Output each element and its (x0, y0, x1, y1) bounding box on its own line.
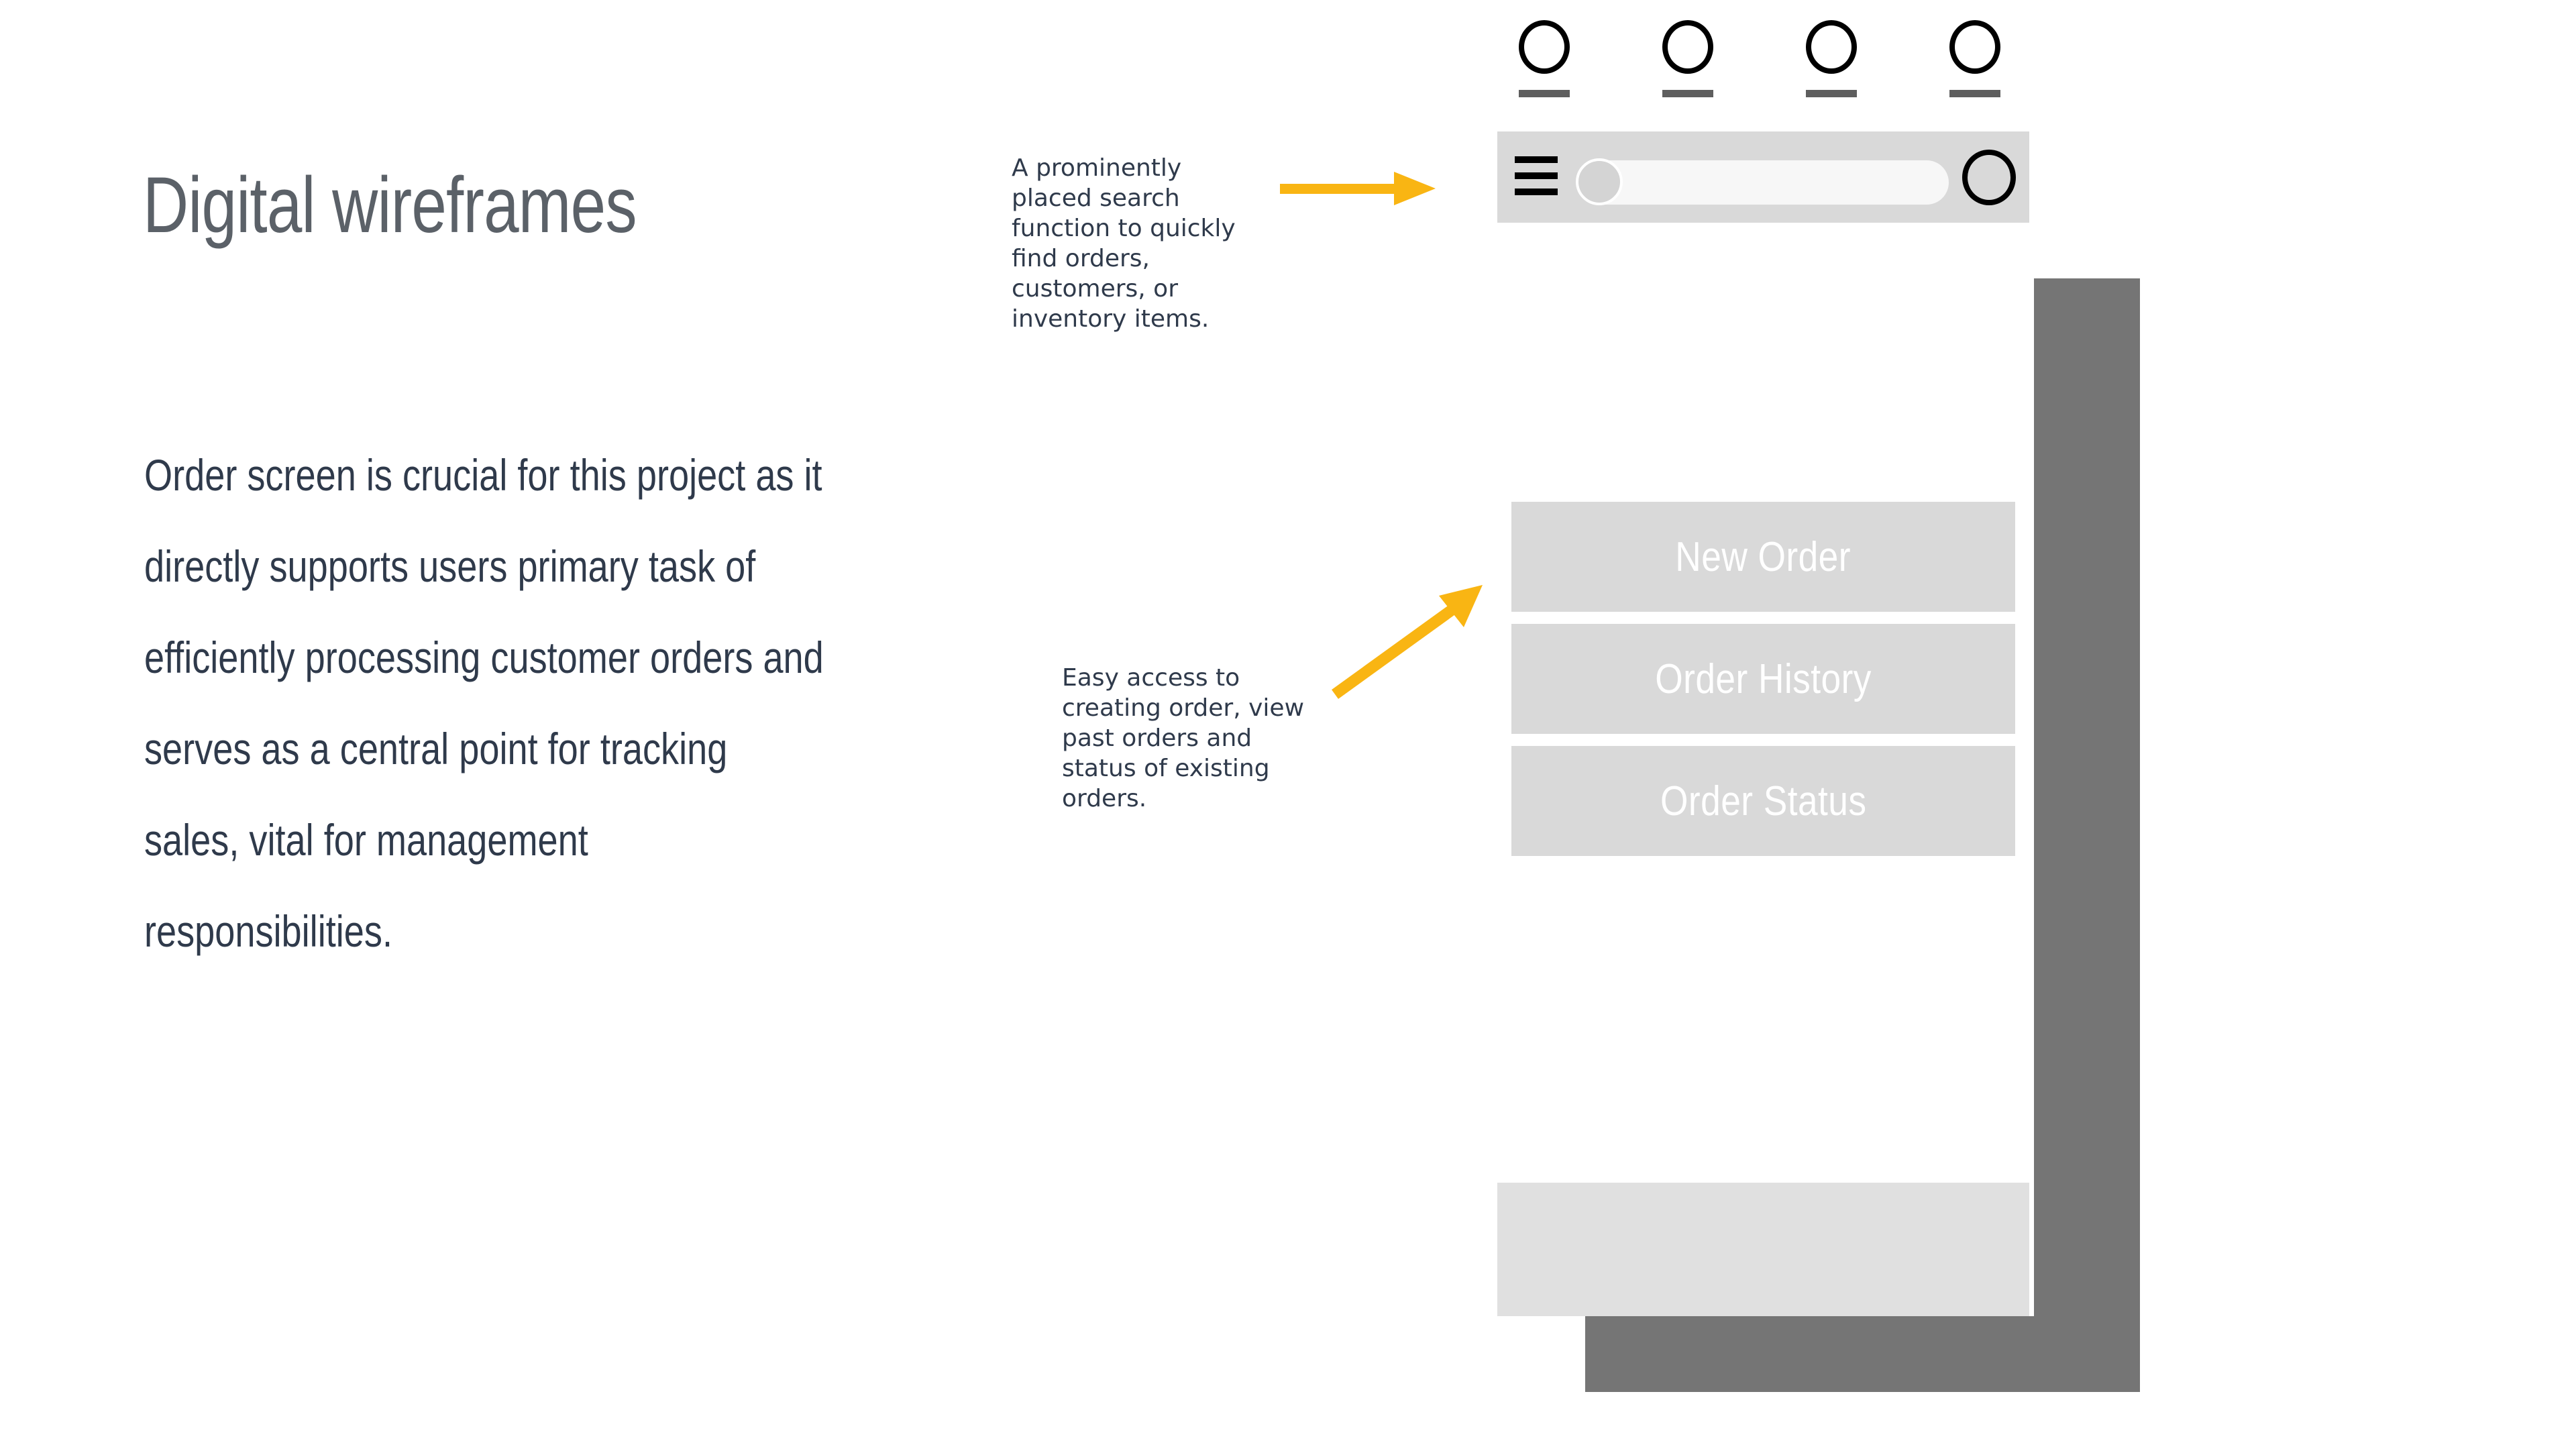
bottom-nav-item-2[interactable] (1658, 20, 1717, 97)
new-order-button[interactable]: New Order (1511, 502, 2015, 612)
new-order-button-label: New Order (1675, 533, 1851, 580)
bottom-nav-item-1[interactable] (1515, 20, 1574, 97)
avatar[interactable] (1962, 150, 2016, 205)
nav-underline-3 (1806, 90, 1857, 97)
order-history-button[interactable]: Order History (1511, 624, 2015, 734)
nav-circle-icon-2 (1662, 20, 1713, 74)
bottom-nav-bar (1497, 1183, 2029, 1316)
wireframe-shadow-panel-bottom (1585, 1316, 2140, 1392)
nav-circle-icon-4 (1949, 20, 2000, 74)
page-title: Digital wireframes (143, 161, 637, 250)
nav-circle-icon-3 (1806, 20, 1857, 74)
hamburger-line-2 (1515, 172, 1558, 179)
bottom-nav-item-3[interactable] (1802, 20, 1861, 97)
bottom-nav-item-4[interactable] (1945, 20, 2004, 97)
order-status-button[interactable]: Order Status (1511, 746, 2015, 856)
search-input[interactable] (1576, 158, 1949, 205)
annotation-orders-text: Easy access to creating order, view past… (1062, 664, 1305, 812)
nav-underline-2 (1662, 90, 1713, 97)
hamburger-line-1 (1515, 156, 1558, 163)
nav-underline-4 (1949, 90, 2000, 97)
order-status-button-label: Order Status (1660, 777, 1867, 824)
order-history-button-label: Order History (1655, 655, 1872, 702)
hamburger-line-3 (1515, 189, 1558, 195)
nav-underline-1 (1519, 90, 1570, 97)
annotation-search-text: A prominently placed search function to … (1012, 154, 1236, 333)
wireframe-shadow-panel-right (2034, 278, 2140, 1392)
nav-circle-icon-1 (1519, 20, 1570, 74)
hamburger-menu-icon[interactable] (1515, 156, 1558, 195)
search-knob-icon (1576, 158, 1623, 205)
slide-body-text: Order screen is crucial for this project… (144, 450, 824, 956)
